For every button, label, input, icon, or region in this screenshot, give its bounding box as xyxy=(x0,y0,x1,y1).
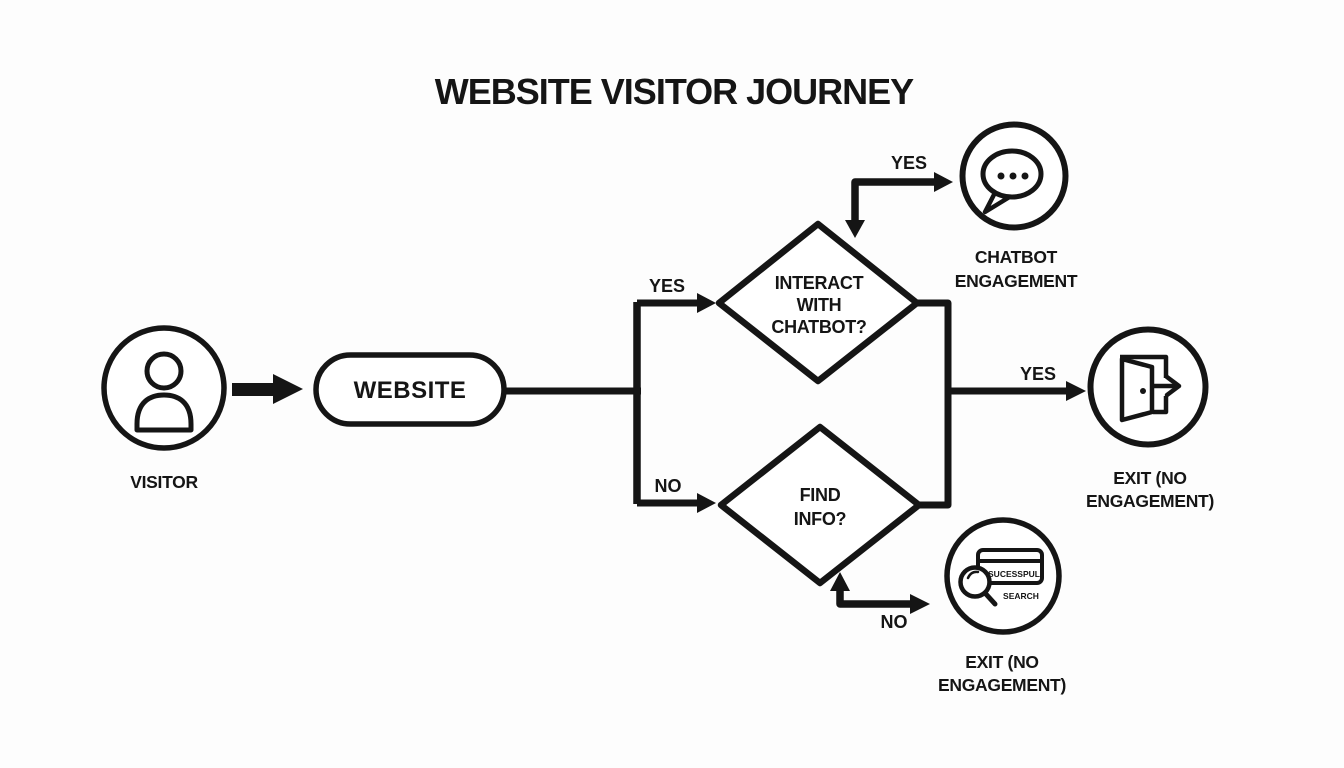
edge-label-exit-yes: YES xyxy=(1020,364,1056,384)
svg-text:SEARCH: SEARCH xyxy=(1003,591,1039,601)
edge-find-info-to-search-exit: NO xyxy=(830,572,930,632)
svg-text:FIND: FIND xyxy=(800,485,841,505)
svg-text:CHATBOT: CHATBOT xyxy=(975,247,1058,267)
visitor-label: VISITOR xyxy=(130,472,198,492)
svg-text:SUCESSPUL: SUCESSPUL xyxy=(988,569,1040,579)
svg-text:CHATBOT?: CHATBOT? xyxy=(771,317,866,337)
edge-decisions-to-exit: YES xyxy=(917,299,1086,509)
edge-label-chatbot-yes: YES xyxy=(891,153,927,173)
edge-website-to-branch xyxy=(504,302,641,504)
node-find-info-decision: FIND INFO? xyxy=(717,423,923,587)
node-chatbot-engagement: CHATBOT ENGAGEMENT xyxy=(955,121,1078,291)
svg-text:EXIT (NO: EXIT (NO xyxy=(965,652,1038,672)
website-label: WEBSITE xyxy=(354,377,467,404)
node-interact-chatbot-decision: INTERACT WITH CHATBOT? xyxy=(715,220,921,385)
chat-bubble-icon xyxy=(980,148,1044,215)
node-website: WEBSITE xyxy=(313,352,507,427)
edge-visitor-to-website xyxy=(232,374,303,404)
node-exit-successful-search: SUCESSPUL SEARCH EXIT (NO ENGAGEMENT) xyxy=(938,517,1066,695)
search-card-icon: SUCESSPUL SEARCH xyxy=(958,548,1044,607)
node-visitor: VISITOR xyxy=(101,325,227,492)
node-exit-no-engagement: EXIT (NO ENGAGEMENT) xyxy=(1086,326,1214,511)
edge-label-no: NO xyxy=(655,476,682,496)
person-icon xyxy=(134,351,194,433)
diagram-title: WEBSITE VISITOR JOURNEY xyxy=(435,71,914,112)
exit-door-icon xyxy=(1119,354,1182,423)
edge-label-yes: YES xyxy=(649,276,685,296)
edge-branch-to-find-info: NO xyxy=(637,476,716,513)
svg-text:ENGAGEMENT: ENGAGEMENT xyxy=(955,271,1078,291)
edge-label-find-info-no: NO xyxy=(881,612,908,632)
svg-text:WITH: WITH xyxy=(797,295,842,315)
svg-text:INTERACT: INTERACT xyxy=(775,273,864,293)
svg-text:ENGAGEMENT): ENGAGEMENT) xyxy=(938,675,1066,695)
svg-text:INFO?: INFO? xyxy=(794,509,847,529)
svg-text:ENGAGEMENT): ENGAGEMENT) xyxy=(1086,491,1214,511)
edge-branch-to-chatbot-decision: YES xyxy=(637,276,716,313)
edge-chatbot-decision-to-engagement: YES xyxy=(845,153,953,238)
svg-text:EXIT (NO: EXIT (NO xyxy=(1113,468,1186,488)
